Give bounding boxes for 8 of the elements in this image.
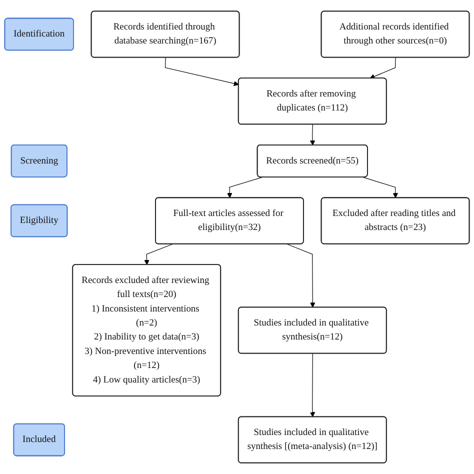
arrow: [370, 57, 396, 79]
arrow: [310, 353, 316, 418]
arrow: [164, 57, 239, 86]
arrow: [286, 244, 316, 308]
arrow: [144, 244, 173, 266]
arrow: [227, 176, 263, 198]
arrow: [310, 124, 316, 146]
arrow: [362, 176, 398, 198]
